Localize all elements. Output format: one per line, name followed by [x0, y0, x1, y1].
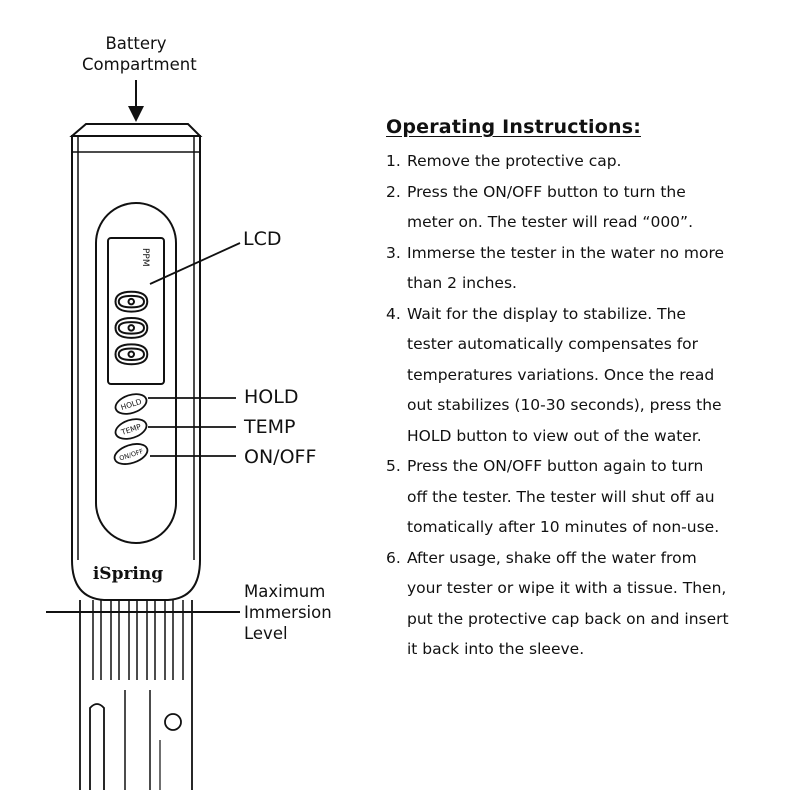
onoff-label: ON/OFF: [244, 446, 317, 468]
step-number: 4.: [386, 304, 401, 323]
step-line: Remove the protective cap.: [407, 152, 622, 170]
lcd-screen: [107, 237, 165, 385]
step-number: 3.: [386, 243, 401, 262]
step-line: out stabilizes (10-30 seconds), press th…: [407, 396, 722, 414]
temp-label: TEMP: [244, 416, 296, 438]
hold-button[interactable]: HOLD: [113, 390, 149, 417]
instruction-step: 3. Immerse the tester in the water no mo…: [386, 238, 786, 299]
battery-cap: [69, 123, 203, 137]
step-number: 5.: [386, 457, 401, 475]
immersion-label-line: Maximum: [244, 582, 326, 601]
step-line: HOLD button to view out of the water.: [407, 426, 702, 445]
battery-compartment-label: Battery Compartment: [82, 33, 197, 75]
step-line: meter on. The tester will read “000”.: [407, 213, 693, 231]
instruction-step: 2. Press the ON/OFF button to turn the m…: [386, 177, 786, 238]
lcd-label: LCD: [243, 228, 282, 250]
step-line: off the tester. The tester will shut off…: [407, 487, 715, 506]
step-line: put the protective cap back on and inser…: [407, 609, 729, 628]
step-line: your tester or wipe it with a tissue. Th…: [407, 579, 727, 597]
step-number: 2.: [386, 182, 401, 201]
onoff-button[interactable]: ON/OFF: [112, 440, 150, 468]
step-line: tester automatically compensates for: [407, 335, 699, 353]
instruction-step: 6. After usage, shake off the water from…: [386, 543, 786, 665]
brand-logo: iSpring: [93, 564, 163, 584]
hold-label: HOLD: [244, 386, 299, 408]
instruction-step: 4. Wait for the display to stabilize. Th…: [386, 299, 786, 452]
step-line: it back into the sleeve.: [407, 640, 585, 658]
step-line: Immerse the tester in the water no more: [407, 243, 725, 262]
step-number: 6.: [386, 548, 401, 567]
lcd-digits: 000: [106, 289, 155, 368]
immersion-label-line: Level: [244, 624, 288, 643]
operating-instructions: Operating Instructions: 1. Remove the pr…: [386, 116, 786, 665]
immersion-label-line: Immersion: [244, 603, 332, 622]
instruction-list: 1. Remove the protective cap. 2. Press t…: [386, 146, 786, 665]
instruction-step: 1. Remove the protective cap.: [386, 146, 786, 177]
temp-button[interactable]: TEMP: [113, 415, 149, 442]
lcd-leader-line: [149, 242, 241, 285]
step-line: After usage, shake off the water from: [407, 548, 697, 567]
battery-label-line: Battery: [105, 34, 167, 53]
step-line: tomatically after 10 minutes of non-use.: [407, 518, 720, 536]
lcd-unit: PPM: [140, 248, 150, 267]
step-line: than 2 inches.: [407, 274, 517, 292]
instructions-title: Operating Instructions:: [386, 116, 641, 138]
battery-arrow-head: [128, 106, 144, 122]
step-line: Press the ON/OFF button again to turn: [407, 457, 704, 475]
instruction-step: 5. Press the ON/OFF button again to turn…: [386, 451, 786, 543]
step-line: Wait for the display to stabilize. The: [407, 304, 686, 323]
step-number: 1.: [386, 152, 401, 170]
step-line: temperatures variations. Once the read: [407, 365, 715, 384]
electrode-probe: [79, 600, 193, 790]
battery-label-line: Compartment: [82, 55, 197, 74]
immersion-label: Maximum Immersion Level: [244, 581, 332, 644]
step-line: Press the ON/OFF button to turn the: [407, 182, 686, 201]
